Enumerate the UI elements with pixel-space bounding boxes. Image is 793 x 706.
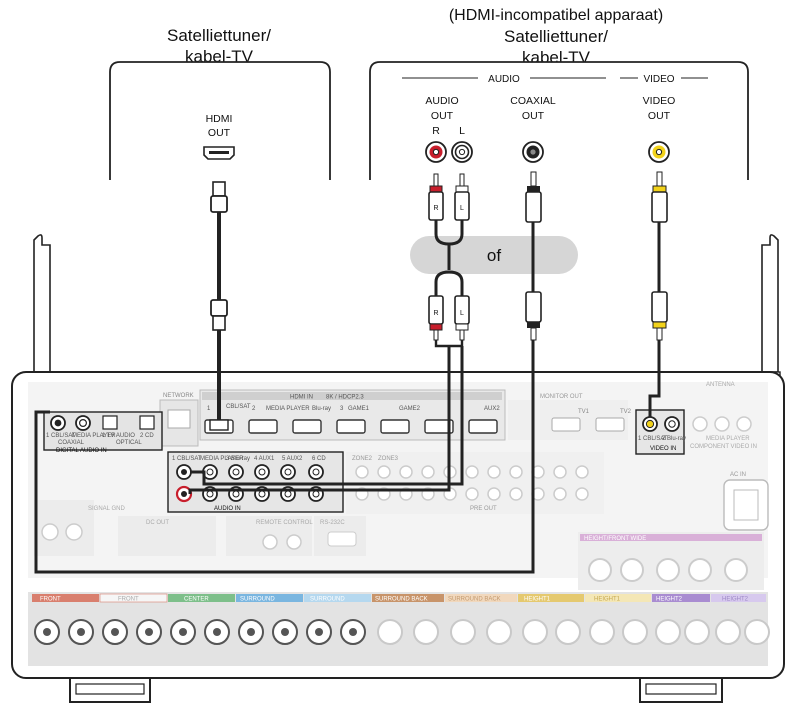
hdmi-port-3: 3: [340, 406, 344, 412]
digital-audio-in-label: DIGITAL AUDIO IN: [56, 448, 107, 454]
hdmi-in-spec: 8K / HDCP2.3: [326, 395, 364, 401]
hdmi-port-game1: GAME1: [348, 406, 370, 412]
rs232c-label: RS-232C: [320, 520, 345, 526]
audio-out-label-line1: AUDIO: [425, 95, 458, 107]
coaxial-out-label-line1: COAXIAL: [510, 95, 556, 107]
audio-in-port-media-player: MEDIA PLAYER: [200, 456, 244, 462]
audio-in-port-aux1: 4 AUX1: [254, 456, 275, 462]
digital-port-media-player: MEDIA PLAYER: [72, 433, 116, 439]
analog-audio-in: 1 CBL/SAT MEDIA PLAYER 3 Blu-ray 4 AUX1 …: [167, 451, 344, 513]
speaker-label-height2-r: HEIGHT2: [656, 597, 683, 603]
hdmi-port-aux2: AUX2: [484, 406, 500, 412]
video-cable: [648, 171, 668, 417]
speaker-label-height2-l: HEIGHT2: [722, 597, 749, 603]
speaker-color-bars: [32, 593, 766, 603]
tv1-label: TV1: [578, 409, 590, 415]
audio-out-label-line2: OUT: [431, 110, 454, 122]
component-video-jacks: [692, 416, 752, 432]
digital-audio-in: 1 CBL/SAT MEDIA PLAYER 1 TV AUDIO 2 CD C…: [43, 411, 163, 454]
height-front-wide-terminals: [588, 558, 748, 582]
hdmi-in-label: HDMI IN: [290, 395, 313, 401]
speaker-label-front-l: FRONT: [118, 597, 139, 603]
right-device-title-line1: Satelliettuner/: [504, 27, 608, 46]
hdmi-port-game2: GAME2: [399, 406, 421, 412]
video-out-label-line1: VIDEO: [643, 95, 676, 107]
right-device-note: (HDMI-incompatibel apparaat): [449, 7, 663, 24]
receiver-feet: [69, 676, 723, 703]
or-separator: of: [410, 236, 578, 274]
hdmi-port-bluray: Blu-ray: [312, 406, 331, 412]
component-video-in-label: COMPONENT VIDEO IN: [690, 444, 757, 450]
hdmi-port-2: 2: [252, 406, 256, 412]
left-source-device: Satelliettuner/ kabel-TV HDMI OUT: [109, 26, 331, 180]
zone2-label: ZONE2: [352, 456, 373, 462]
speaker-label-surround-back-l: SURROUND BACK: [448, 597, 501, 603]
left-device-title-line1: Satelliettuner/: [167, 26, 271, 45]
speaker-label-height1-r: HEIGHT1: [524, 597, 551, 603]
video-in: 1 CBL/SAT 2 Blu-ray VIDEO IN: [635, 409, 686, 455]
av-receiver: NETWORK HDMI IN 8K / HDCP2.3 1 CBL/SAT 2…: [11, 371, 785, 679]
signal-gnd-label: SIGNAL GND: [88, 506, 125, 512]
audio-in-port-cblsat: 1 CBL/SAT: [172, 456, 202, 462]
hdmi-port-cblsat: CBL/SAT: [226, 404, 251, 410]
audio-out-l-jack: [451, 141, 473, 163]
video-in-label: VIDEO IN: [650, 446, 676, 452]
speaker-label-height1-l: HEIGHT1: [594, 597, 621, 603]
ac-in-label: AC IN: [730, 472, 746, 478]
speaker-label-center: CENTER: [184, 597, 209, 603]
antenna-label: ANTENNA: [706, 382, 735, 388]
video-group-label: VIDEO: [643, 74, 674, 85]
video-in-port-cblsat: 1 CBL/SAT: [638, 436, 668, 442]
hdmi-port-media-player: MEDIA PLAYER: [266, 406, 310, 412]
audio-in-port-aux2: 5 AUX2: [282, 456, 303, 462]
monitor-out-label: MONITOR OUT: [540, 394, 583, 400]
speaker-label-surround-r: SURROUND: [240, 597, 275, 603]
video-out-label-line2: OUT: [648, 110, 671, 122]
component-port-label: MEDIA PLAYER: [706, 436, 750, 442]
video-in-port-bluray: 2 Blu-ray: [662, 436, 686, 442]
or-label: of: [487, 246, 501, 265]
optical-label: OPTICAL: [116, 440, 142, 446]
coaxial-out-label-line2: OUT: [522, 110, 545, 122]
rca-audio-cable: R L R L: [188, 173, 470, 494]
dc-out-label: DC OUT: [146, 520, 169, 526]
speaker-label-surround-l: SURROUND: [310, 597, 345, 603]
hdmi-cable: [209, 181, 229, 431]
hdmi-input-ports: [204, 419, 498, 434]
rca-plug-top-r: R: [433, 205, 438, 212]
audio-in-port-cd: 6 CD: [312, 456, 326, 462]
audio-in-label: AUDIO IN: [214, 506, 241, 512]
remote-control-label: REMOTE CONTROL: [256, 520, 313, 526]
audio-in-port-bluray: 3 Blu-ray: [226, 456, 250, 462]
zone3-label: ZONE3: [378, 456, 399, 462]
right-source-device: (HDMI-incompatibel apparaat) Satelliettu…: [369, 7, 749, 180]
pre-out-label: PRE OUT: [470, 506, 497, 512]
speaker-label-surround-back-r: SURROUND BACK: [375, 597, 428, 603]
rca-plug-bottom-l: L: [460, 310, 464, 317]
network-label: NETWORK: [163, 393, 194, 399]
rca-plug-bottom-r: R: [433, 310, 438, 317]
tv2-label: TV2: [620, 409, 632, 415]
channel-l-label: L: [459, 125, 465, 137]
hdmi-port-1: 1: [207, 406, 211, 412]
rca-plug-top-l: L: [460, 205, 464, 212]
coaxial-label: COAXIAL: [58, 440, 85, 446]
digital-port-cblsat: 1 CBL/SAT: [46, 433, 76, 439]
speaker-label-front-r: FRONT: [40, 597, 61, 603]
audio-group-label: AUDIO: [488, 74, 520, 85]
coaxial-cable: [34, 171, 542, 574]
hdmi-out-port: [203, 146, 235, 160]
hdmi-out-label-line1: HDMI: [206, 113, 233, 125]
audio-out-r-jack: [425, 141, 447, 163]
hdmi-out-label-line2: OUT: [208, 127, 231, 139]
digital-port-tv-audio: 1 TV AUDIO: [102, 433, 135, 439]
height-front-wide-label: HEIGHT/FRONT WIDE: [584, 536, 646, 542]
video-out-jack: [648, 141, 670, 163]
rca-audio-cable-l-route: [190, 346, 464, 486]
channel-r-label: R: [432, 125, 440, 137]
speaker-terminals: [34, 619, 770, 645]
digital-port-cd: 2 CD: [140, 433, 154, 439]
coaxial-out-jack: [522, 141, 544, 163]
